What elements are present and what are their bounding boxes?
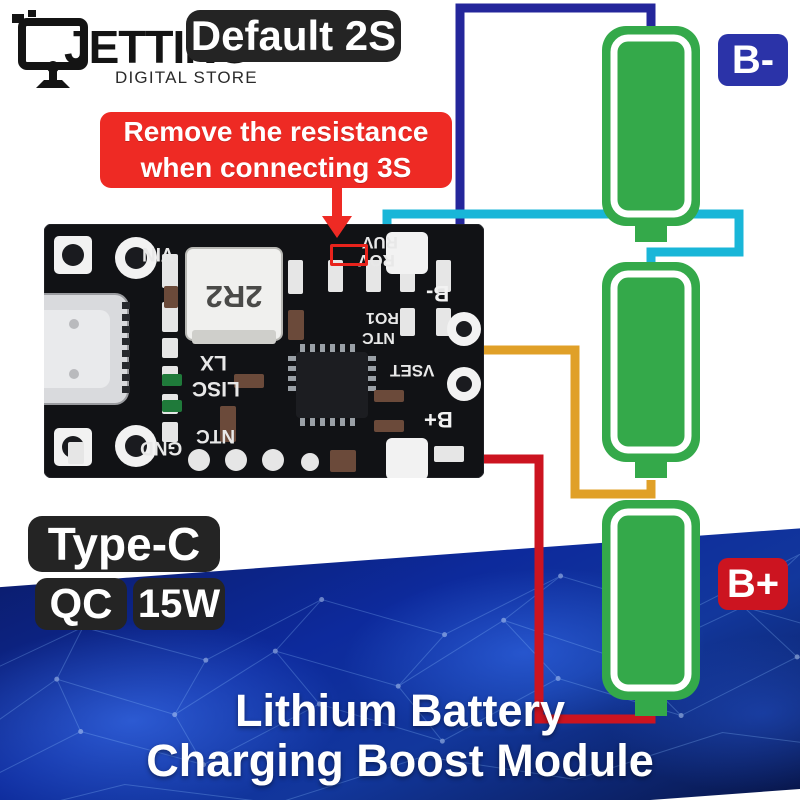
qc-badge: QC [35,578,127,630]
product-title-line-1: Lithium Battery [234,685,566,736]
terminal-badge-positive: B+ [718,558,788,610]
type-c-badge: Type-C [28,516,220,572]
battery-cell-2 [602,262,700,478]
silk-lx: LX [200,351,227,374]
svg-text:2R2: 2R2 [206,279,263,314]
smd-resistors [164,286,404,472]
blue-banner [0,524,800,800]
terminal-badge-negative: B- [718,34,788,86]
silk-ntc-left: NTC [196,425,236,446]
pad-label-b-minus: B- [426,281,450,306]
inductor: 2R2 [185,247,283,344]
pcb-board: 2R2 [44,224,484,478]
ic-chip [288,344,376,426]
down-arrow-icon [322,186,352,238]
brand-tagline: DIGITAL STORE [115,68,258,87]
default-mode-badge: Default 2S [186,10,401,62]
product-title-line-2: Charging Boost Module [146,735,654,786]
silk-vin: VIN [142,243,174,264]
battery-cell-1 [602,26,700,242]
usb-c-connector [44,293,130,405]
network-mesh-icon [0,553,800,800]
battery-cell-3 [602,500,700,716]
silk-vset: VSET [390,361,435,380]
product-title: Lithium Battery Charging Boost Module [0,686,800,786]
warning-line-2: when connecting 3S [140,152,412,183]
silk-ntc-right: NTC [362,329,395,346]
silk-lisc: LISC [192,377,240,400]
warning-line-1: Remove the resistance [123,116,429,147]
pad-label-b-plus: B+ [424,407,453,432]
silk-gnd: GND [140,437,183,458]
warning-box: Remove the resistance when connecting 3S [100,112,452,188]
monitor-icon [12,10,88,88]
resistor-highlight-box [330,244,368,266]
silk-ro1: RO1 [366,309,399,326]
power-badge: 15W [133,578,225,630]
led-components [162,374,182,412]
